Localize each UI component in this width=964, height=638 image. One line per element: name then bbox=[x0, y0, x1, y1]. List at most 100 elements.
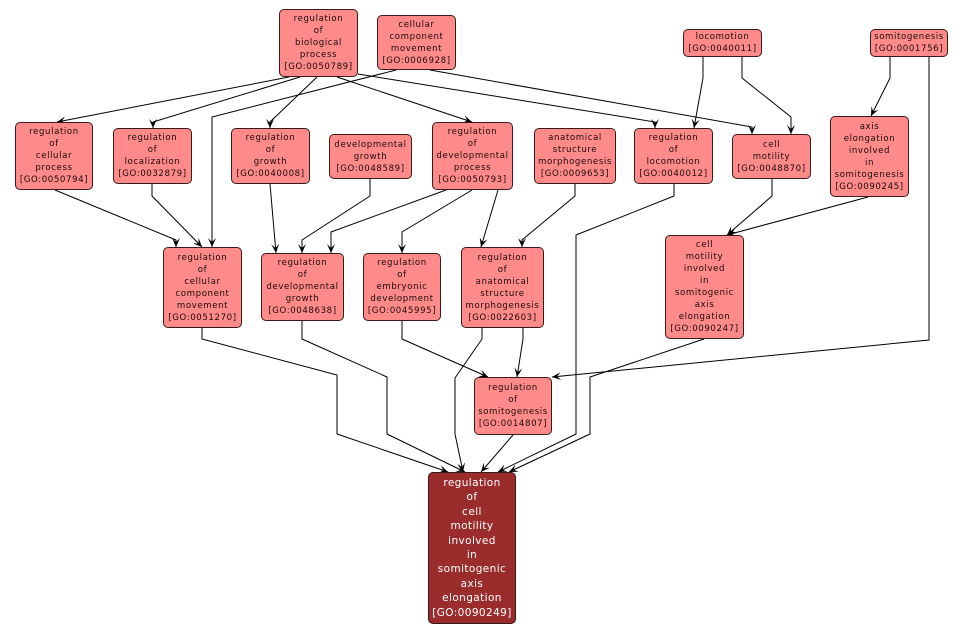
term-label-line: motility bbox=[752, 151, 791, 162]
arrowhead-icon bbox=[871, 106, 879, 116]
edge bbox=[429, 69, 756, 134]
term-id: [GO:0045995] bbox=[367, 306, 437, 316]
edge-line bbox=[551, 57, 930, 378]
arrowhead-icon bbox=[266, 119, 274, 128]
edge bbox=[298, 179, 371, 253]
go-term-node[interactable]: locomotion[GO:0040011] bbox=[683, 29, 762, 57]
term-label-line: regulation bbox=[377, 258, 427, 268]
term-id: [GO:0048870] bbox=[737, 163, 806, 174]
edge bbox=[551, 57, 930, 381]
term-label-line: embryonic bbox=[376, 282, 428, 292]
arrowhead-icon bbox=[398, 244, 406, 253]
term-label-line: somitogenic bbox=[674, 288, 735, 298]
edge-line bbox=[693, 57, 704, 129]
arrowhead-icon bbox=[498, 464, 508, 472]
term-label-line: regulation bbox=[488, 383, 538, 393]
arrowhead-icon bbox=[172, 238, 180, 247]
edge-line bbox=[870, 57, 891, 117]
term-label-line: involved bbox=[683, 264, 726, 274]
edge bbox=[56, 76, 290, 125]
term-id: [GO:0090249] bbox=[432, 606, 512, 619]
term-label-line: of bbox=[668, 145, 679, 155]
term-label-line: cell bbox=[462, 505, 482, 518]
term-label-line: locomotion bbox=[695, 32, 750, 42]
edge bbox=[726, 179, 773, 236]
edge bbox=[357, 73, 659, 128]
edge-line bbox=[152, 76, 301, 128]
term-id: [GO:0051270] bbox=[168, 312, 237, 323]
edge bbox=[327, 189, 447, 253]
term-label-line: cellular bbox=[35, 151, 73, 161]
term-label-line: of bbox=[497, 264, 508, 275]
term-label-line: development bbox=[370, 294, 434, 304]
term-label-line: in bbox=[466, 549, 478, 561]
term-id: [GO:0050789] bbox=[284, 62, 353, 72]
term-label-line: of bbox=[147, 145, 158, 155]
arrowhead-icon bbox=[748, 125, 756, 134]
arrowhead-icon bbox=[462, 115, 472, 123]
edge bbox=[726, 196, 869, 237]
term-label-line: growth bbox=[285, 294, 320, 304]
edge bbox=[269, 183, 280, 254]
edge-line bbox=[401, 189, 473, 253]
term-label-line: localization bbox=[124, 157, 181, 167]
term-label-line: of bbox=[467, 139, 478, 149]
edge bbox=[151, 184, 203, 248]
term-label-line: regulation bbox=[648, 133, 699, 143]
arrowhead-icon bbox=[298, 244, 306, 253]
edge bbox=[301, 321, 466, 473]
term-label-line: of bbox=[297, 270, 308, 280]
term-label-line: regulation bbox=[293, 14, 344, 24]
edge bbox=[870, 57, 891, 117]
term-label-line: anatomical bbox=[475, 276, 530, 287]
edge-line bbox=[336, 76, 473, 123]
arrowhead-icon bbox=[509, 464, 519, 472]
term-id: [GO:0022603] bbox=[468, 312, 537, 323]
edge bbox=[518, 184, 576, 247]
term-id: [GO:0090247] bbox=[670, 324, 739, 334]
term-label-line: in bbox=[864, 157, 875, 168]
term-id: [GO:0001756] bbox=[874, 44, 944, 54]
term-label-line: anatomical bbox=[548, 133, 602, 143]
term-label-line: structure bbox=[552, 145, 598, 155]
edge bbox=[508, 338, 705, 473]
term-label-line: regulation bbox=[447, 127, 498, 137]
term-label-line: motility bbox=[685, 252, 724, 262]
edge-line bbox=[211, 69, 397, 247]
edge bbox=[741, 57, 795, 134]
term-label-line: regulation bbox=[477, 252, 528, 263]
go-term-node[interactable]: somitogenesis[GO:0001756] bbox=[870, 29, 948, 57]
edge bbox=[398, 189, 473, 253]
term-label-line: regulation bbox=[245, 133, 296, 143]
edge-line bbox=[301, 321, 466, 473]
edge-line bbox=[56, 76, 290, 123]
term-label-line: growth bbox=[353, 151, 388, 162]
edge-line bbox=[269, 76, 318, 128]
term-label-line: cell bbox=[762, 139, 781, 150]
edge-line bbox=[269, 183, 277, 254]
edge bbox=[479, 189, 499, 248]
term-label-line: cell bbox=[695, 240, 714, 250]
term-label-line: regulation bbox=[127, 133, 178, 143]
edge-line bbox=[480, 434, 514, 473]
arrowhead-icon bbox=[149, 119, 157, 128]
term-label-line: axis bbox=[460, 577, 484, 590]
